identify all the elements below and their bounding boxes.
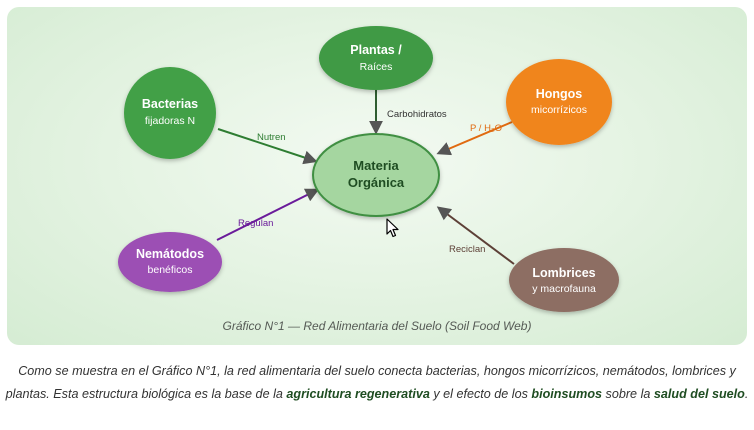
node-nematodos-shape (118, 232, 222, 292)
keyword-salud-del-suelo: salud del suelo (653, 387, 745, 401)
paragraph-text-1: Como se muestra en el Gráfico N°1, la re… (5, 364, 736, 401)
paragraph-text-3: sobre la (602, 387, 654, 401)
node-bacterias-subtitle: fijadoras N (145, 115, 195, 127)
node-bacterias: Bacterias fijadoras N (124, 67, 216, 159)
edge-lombrices: Reciclan (436, 206, 515, 265)
node-nematodos-subtitle: benéficos (148, 264, 193, 276)
edge-label-reciclan: Reciclan (449, 244, 485, 255)
node-plantas: Plantas / Raíces (319, 26, 433, 90)
paragraph-text-2: y el efecto de los (429, 387, 532, 401)
edge-hongos: P / H₂O (436, 121, 513, 156)
node-bacterias-shape (124, 67, 216, 159)
node-lombrices-title: Lombrices (532, 266, 595, 280)
edge-line-lombrices (436, 206, 515, 265)
edge-line-nematodos (216, 188, 320, 241)
node-lombrices: Lombrices y macrofauna (509, 248, 619, 312)
diagram-caption: Gráfico N°1 — Red Alimentaria del Suelo … (222, 319, 532, 333)
edge-bacterias: Nutren (217, 128, 318, 165)
body-paragraph: Como se muestra en el Gráfico N°1, la re… (4, 360, 750, 406)
keyword-bioinsumos: bioinsumos (531, 387, 603, 401)
node-lombrices-subtitle: y macrofauna (532, 283, 596, 295)
node-bacterias-title: Bacterias (142, 97, 198, 111)
node-plantas-subtitle: Raíces (360, 61, 393, 73)
node-materia-organica: Materia Orgánica (312, 133, 440, 217)
edge-nematodos: Regulan (216, 188, 320, 241)
node-hongos-subtitle: micorrízicos (531, 104, 587, 116)
edge-label-carbohidratos: Carbohidratos (387, 109, 447, 120)
node-nematodos: Nemátodos benéficos (118, 232, 222, 292)
edge-label-p-h2o: P / H₂O (470, 123, 502, 134)
node-plantas-shape (319, 26, 433, 90)
node-hongos: Hongos micorrízicos (506, 59, 612, 145)
node-nematodos-title: Nemátodos (136, 247, 204, 261)
paragraph-text-4: . (744, 387, 749, 401)
edge-label-nutren: Nutren (257, 132, 286, 143)
edge-line-bacterias (217, 128, 318, 165)
soil-food-web-diagram: Carbohidratos Nutren P / H₂O Regulan Rec… (118, 26, 619, 312)
keyword-agricultura-regenerativa: agricultura regenerativa (286, 387, 430, 401)
node-materia-title: Materia (353, 158, 399, 173)
diagram-panel: Carbohidratos Nutren P / H₂O Regulan Rec… (7, 7, 747, 345)
node-materia-shape (312, 133, 440, 217)
node-lombrices-shape (509, 248, 619, 312)
edge-label-regulan: Regulan (238, 218, 273, 229)
mouse-cursor-icon (386, 218, 399, 238)
node-materia-subtitle: Orgánica (348, 175, 405, 190)
node-hongos-title: Hongos (536, 87, 583, 101)
node-hongos-shape (506, 59, 612, 145)
node-plantas-title: Plantas / (350, 43, 402, 57)
edge-line-hongos (436, 121, 513, 156)
